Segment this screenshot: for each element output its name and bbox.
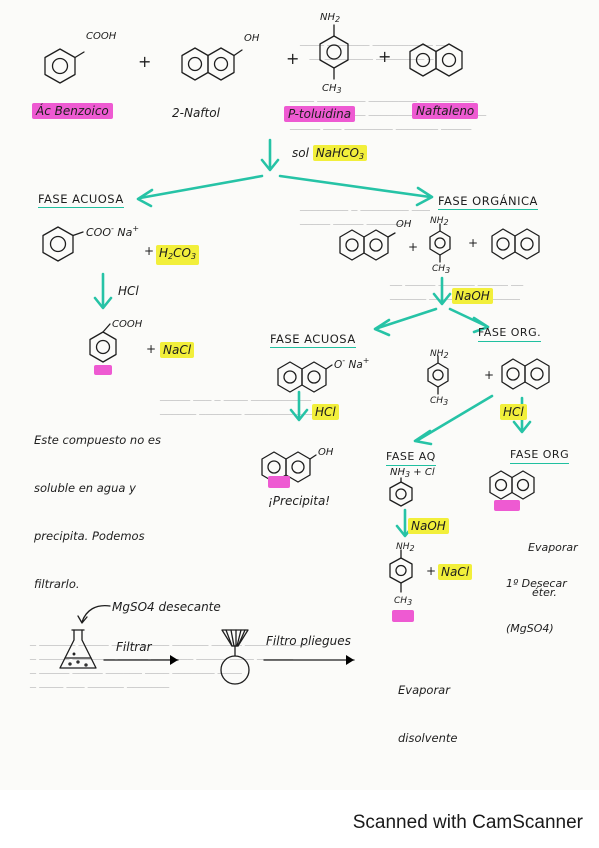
header-fase-acuosa-1: FASE ACUOSA: [38, 192, 124, 208]
plus-sign: +: [144, 244, 155, 258]
highlight-mark: [392, 610, 414, 622]
note-desecar: 1º Desecar (MgSO4): [506, 577, 567, 635]
reagent-hcl-1: HCl: [118, 284, 139, 298]
bleed-through: ─ ────── ───── ──── ───── ────── ───── ─…: [30, 641, 309, 694]
note-precipita: ¡Precipita!: [268, 494, 331, 508]
plus-sign: +: [484, 368, 495, 382]
nh2-group: NH2: [396, 542, 415, 553]
sodium-chloride: NaCl: [160, 342, 195, 358]
naphthalene-ring-icon: [181, 47, 243, 81]
ch3-group: CH3: [322, 83, 342, 95]
procedure-drawing: [59, 604, 179, 669]
benzene-ring-icon: [319, 24, 349, 80]
sodium-chloride-2: NaCl: [438, 564, 473, 580]
label-p-toluidine: P-toluidina: [284, 106, 356, 122]
oh-group: OH: [318, 447, 334, 458]
plus-sign: +: [138, 52, 152, 71]
ch3-group: CH3: [430, 396, 449, 407]
carboxylate-salt: COO- Na+: [86, 224, 140, 239]
label-benzoic-acid: Ác Benzoico: [32, 103, 113, 119]
nh2-group: NH2: [320, 12, 341, 24]
highlight-mark: [94, 365, 112, 375]
scanner-watermark: Scanned with CamScanner: [352, 812, 583, 833]
note-benzoic-precipitate: Este compuesto no es soluble en agua y p…: [34, 433, 161, 591]
benzene-ring-icon: [42, 226, 84, 262]
benzene-ring-icon: [89, 323, 117, 363]
bleed-through: ──────── ─ ──────── ─── ───── ───── ────…: [300, 206, 430, 231]
flow-arrows: [93, 138, 532, 538]
ammonium-species: NH3 + Cl: [390, 467, 435, 479]
label-filtrar: Filtrar: [116, 640, 152, 654]
label-desiccant: MgSO4 desecante: [112, 600, 221, 614]
filtration-drawing: [220, 629, 355, 685]
benzene-ring-icon: [389, 549, 413, 593]
note-evaporar-disolvente: Evaporar disolvente: [398, 683, 458, 745]
oh-group: OH: [396, 219, 412, 230]
header-fase-acuosa-2: FASE ACUOSA: [270, 332, 356, 348]
header-fase-aq: FASE AQ: [386, 450, 436, 466]
bleed-through: ───── ─── ─ ──── ────────── ────── ─────…: [160, 396, 315, 421]
naphthalene-ring-icon: [277, 361, 333, 393]
ch3-group: CH3: [432, 264, 451, 275]
ch3-group: CH3: [394, 596, 413, 607]
label-2-naphthol: 2-Naftol: [172, 106, 220, 120]
plus-sign: +: [468, 236, 479, 250]
naphthalene-ring-icon: [491, 228, 540, 260]
naphthalene-ring-icon: [409, 43, 463, 77]
reagent-naoh-1: NaOH: [452, 288, 493, 304]
plus-sign: +: [378, 47, 392, 66]
benzene-ring-icon: [44, 48, 85, 84]
header-fase-org: FASE ORG.: [478, 326, 542, 342]
header-fase-organica: FASE ORGÁNICA: [438, 194, 538, 210]
plus-sign: +: [408, 240, 419, 254]
benzene-ring-icon: [389, 477, 413, 507]
note-evaporar-eter: Evaporar éter.: [528, 541, 578, 599]
header-fase-org-final: FASE ORG: [510, 448, 570, 464]
cooh-group: COOH: [86, 31, 117, 42]
plus-sign: +: [426, 564, 437, 578]
nh2-group: NH2: [430, 349, 449, 360]
benzene-ring-icon: [427, 355, 449, 395]
naphtholate-salt: O- Na+: [334, 356, 370, 371]
highlight-mark: [494, 500, 520, 511]
naphthalene-ring-icon: [339, 229, 396, 261]
benzene-ring-icon: [429, 223, 451, 263]
carbonic-acid: H2CO3: [156, 245, 200, 265]
highlight-mark: [268, 476, 290, 488]
naphthalene-ring-icon: [501, 358, 550, 390]
reagent-naoh-2: NaOH: [408, 518, 449, 534]
label-naphthalene: Naftaleno: [412, 103, 479, 119]
plus-sign: +: [146, 342, 157, 356]
plus-sign: +: [286, 49, 300, 68]
cooh-group: COOH: [112, 319, 143, 330]
reagent-hcl-3: HCl: [500, 404, 527, 420]
reagent-sol: sol NaHCO3: [292, 145, 368, 164]
reagent-hcl-2: HCl: [312, 404, 339, 420]
scanned-page: ──── ─────── ────────── ── ── ──────── ─…: [30, 12, 578, 745]
oh-group: OH: [244, 33, 260, 44]
naphthalene-ring-icon: [489, 470, 535, 500]
nh2-group: NH2: [430, 216, 449, 227]
label-filtro-pliegues: Filtro pliegues: [266, 634, 351, 648]
